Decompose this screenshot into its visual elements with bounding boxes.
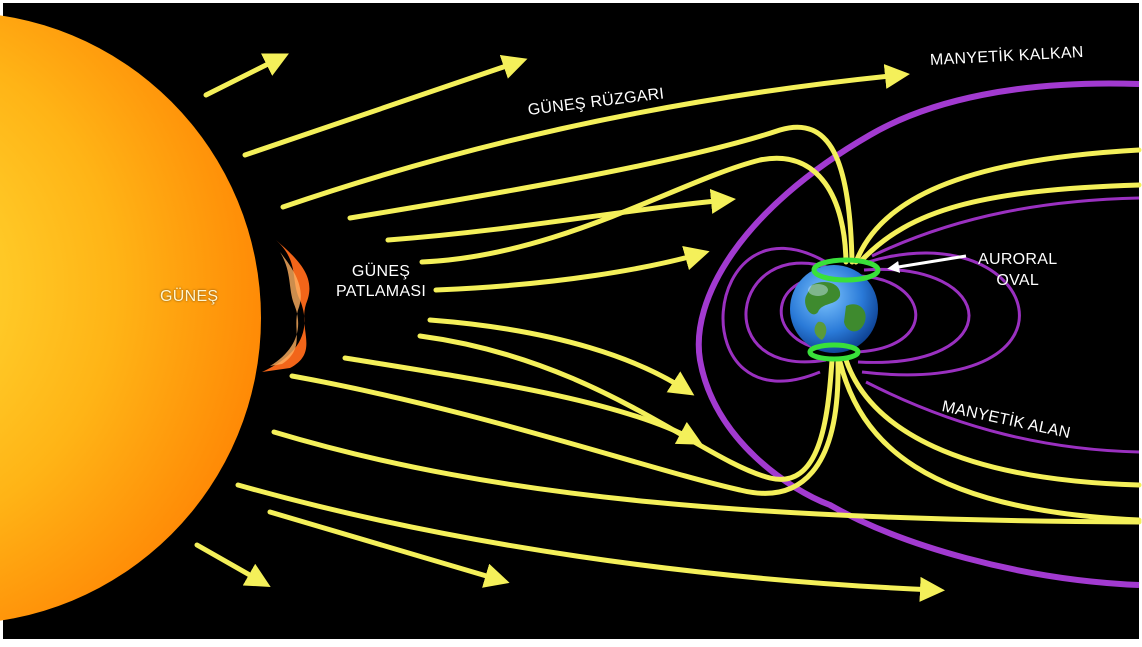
- solar-flare-label: GÜNEŞ PATLAMASI: [336, 262, 426, 302]
- wind-line-8: [289, 359, 841, 496]
- field-loop-outer-right: [861, 251, 1021, 377]
- wind-line-5: [427, 317, 695, 396]
- wind-line-7: [417, 333, 835, 482]
- auroral-oval-label: AURORAL OVAL: [978, 249, 1057, 291]
- sun-flare: [262, 240, 310, 372]
- field-loop-mid-right: [857, 267, 971, 364]
- wind-arrow-upper-far: [280, 64, 910, 210]
- sun-label: GÜNEŞ: [160, 288, 219, 305]
- magnetic-shield-boundary: [695, 80, 1140, 588]
- earth-continent-1: [805, 282, 841, 315]
- earth: [790, 265, 878, 353]
- tail-line-upper-2: [859, 182, 1142, 263]
- earth-continent-3: [814, 321, 827, 340]
- solar-wind-lines: [194, 53, 1142, 602]
- wind-line-4: [433, 246, 710, 293]
- tail-line-upper-1: [853, 147, 1142, 265]
- auroral-pointer-arrow: [887, 254, 967, 273]
- tail-line-lower-1: [843, 357, 1142, 488]
- field-tail-lower: [865, 380, 1140, 454]
- wind-line-9: [271, 429, 1142, 525]
- wind-line-1: [347, 124, 855, 265]
- solar-flare-label-line1: GÜNEŞ: [351, 263, 411, 280]
- wind-arrow-bottom-mid: [267, 509, 510, 588]
- field-loop-mid-left: [744, 261, 831, 364]
- solar-flare-label-line2: PATLAMASI: [336, 283, 427, 300]
- sun-disk: [0, 15, 261, 621]
- wind-arrow-top-short: [203, 53, 289, 98]
- earth-highlight: [808, 284, 828, 296]
- field-tail-upper: [871, 196, 1140, 258]
- earth-continent-2: [844, 304, 866, 332]
- aurora-ring-north: [811, 257, 881, 283]
- tail-line-lower-2: [837, 359, 1142, 523]
- field-loop-inner-right: [855, 274, 918, 354]
- wind-arrow-bottom-short: [194, 542, 271, 587]
- wind-line-3: [419, 155, 849, 265]
- sun-flare-core: [270, 252, 301, 366]
- wind-line-2: [385, 188, 736, 243]
- auroral-oval-label-line1: AURORAL: [978, 251, 1058, 268]
- field-loop-outer-left: [721, 246, 827, 383]
- wind-arrow-lower-far: [235, 482, 945, 602]
- auroral-oval-label-line2: OVAL: [996, 272, 1040, 289]
- aurora-ring-south: [807, 342, 861, 362]
- wind-arrow-top-long: [242, 55, 528, 158]
